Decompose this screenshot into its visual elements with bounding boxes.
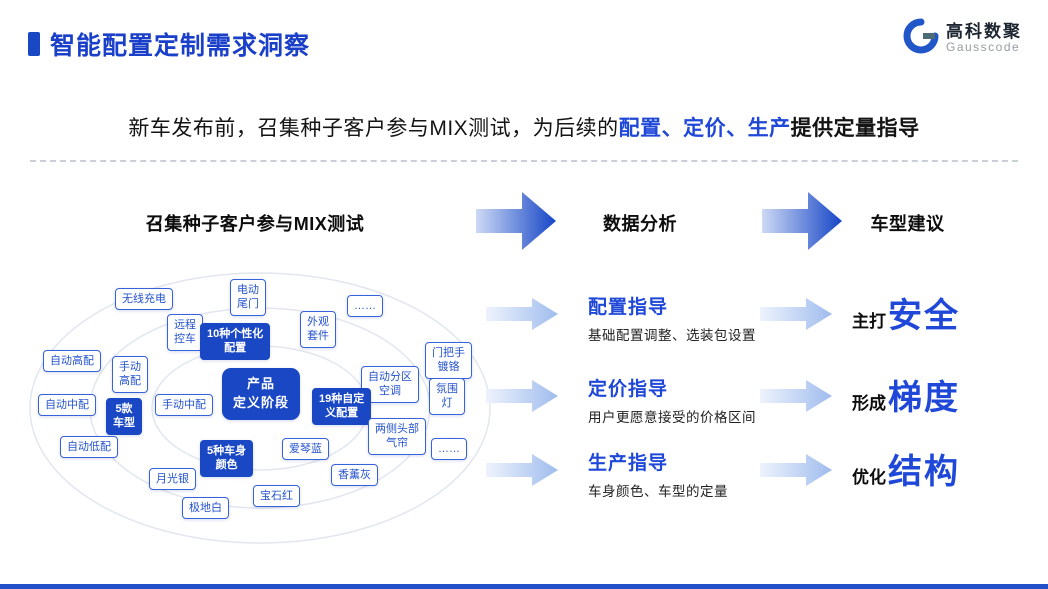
suggestion: 主打 安全	[852, 288, 960, 337]
diagram-node: 氛围 灯	[429, 378, 465, 415]
subtitle-pre: 新车发布前，召集种子客户参与MIX测试，为后续的	[128, 117, 619, 140]
diagram-node: 自动中配	[38, 394, 96, 417]
analysis-arrow-icon	[486, 454, 558, 486]
diagram-node: ……	[431, 438, 467, 461]
header: 智能配置定制需求洞察	[28, 26, 310, 62]
subtitle: 新车发布前，召集种子客户参与MIX测试，为后续的配置、定价、生产提供定量指导	[0, 112, 1048, 142]
suggestion: 优化 结构	[852, 444, 960, 493]
diagram-node: 两侧头部 气帘	[368, 418, 426, 455]
analysis-desc: 车身颜色、车型的定量	[588, 484, 728, 499]
subtitle-post: 提供定量指导	[790, 117, 920, 140]
analysis-arrow-icon	[760, 454, 832, 486]
diagram-node: 10种个性化 配置	[200, 323, 271, 360]
analysis-arrow-icon	[486, 380, 558, 412]
diagram-node: 5种车身 颜色	[200, 440, 254, 477]
flow-step-1-title: 召集种子客户参与MIX测试	[145, 214, 365, 234]
flow-step-2-title: 数据分析	[603, 214, 677, 234]
flow-arrow-icon	[762, 192, 842, 250]
title-accent-bar	[28, 32, 40, 56]
diagram-node: 极地白	[182, 497, 229, 520]
subtitle-highlight: 配置、定价、生产	[618, 117, 791, 140]
analysis-desc: 基础配置调整、选装包设置	[588, 328, 756, 343]
analysis-arrow-icon	[760, 298, 832, 330]
analysis-arrow-icon	[760, 380, 832, 412]
flow-arrow-icon	[476, 192, 556, 250]
analysis-title: 生产指导	[588, 453, 669, 474]
diagram-center-node: 产品 定义阶段	[222, 368, 301, 420]
diagram-node: 自动高配	[43, 350, 101, 373]
diagram-node: 外观 套件	[300, 311, 336, 348]
suggestion-prefix: 优化	[852, 468, 886, 487]
suggestion-keyword: 梯度	[888, 379, 960, 417]
page-title: 智能配置定制需求洞察	[50, 32, 311, 60]
diagram-node: 远程 控车	[167, 314, 203, 351]
diagram-node: ……	[347, 295, 383, 318]
analysis-arrow-icon	[486, 298, 558, 330]
flow-step-3-title: 车型建议	[870, 214, 945, 234]
suggestion-prefix: 主打	[852, 312, 886, 331]
suggestion-keyword: 安全	[888, 297, 960, 335]
dashed-divider	[30, 160, 1018, 162]
diagram-node: 手动 高配	[112, 356, 148, 393]
suggestion-keyword: 结构	[888, 453, 960, 491]
diagram-node: 自动低配	[60, 436, 118, 459]
suggestion-prefix: 形成	[852, 394, 886, 413]
diagram-node: 宝石红	[253, 485, 300, 508]
logo-name-en: Gausscode	[946, 40, 1021, 55]
diagram-node: 香薰灰	[331, 464, 378, 487]
diagram-node: 无线充电	[115, 288, 173, 311]
logo-text: 高科数聚 Gausscode	[946, 22, 1022, 55]
diagram-node: 手动中配	[155, 394, 213, 417]
diagram-node: 5款 车型	[106, 398, 142, 435]
diagram-node: 19种自定 义配置	[312, 388, 372, 425]
mix-test-diagram: 无线充电 电动 尾门 远程 控车 10种个性化 配置 外观 套件 …… 自动高配…	[25, 266, 495, 558]
bottom-accent-bar	[0, 584, 1048, 589]
suggestion: 形成 梯度	[852, 370, 960, 419]
diagram-node: 门把手 镀铬	[425, 342, 472, 379]
analysis-title: 定价指导	[588, 379, 669, 400]
diagram-node: 爱琴蓝	[282, 438, 329, 461]
logo-name-cn: 高科数聚	[946, 21, 1022, 41]
diagram-node: 月光银	[149, 468, 196, 491]
diagram-node: 自动分区 空调	[361, 366, 419, 403]
analysis-desc: 用户更愿意接受的价格区间	[588, 410, 756, 425]
analysis-title: 配置指导	[588, 297, 669, 318]
company-logo: 高科数聚 Gausscode	[903, 18, 1022, 59]
logo-icon	[903, 18, 939, 59]
diagram-node: 电动 尾门	[230, 279, 266, 316]
